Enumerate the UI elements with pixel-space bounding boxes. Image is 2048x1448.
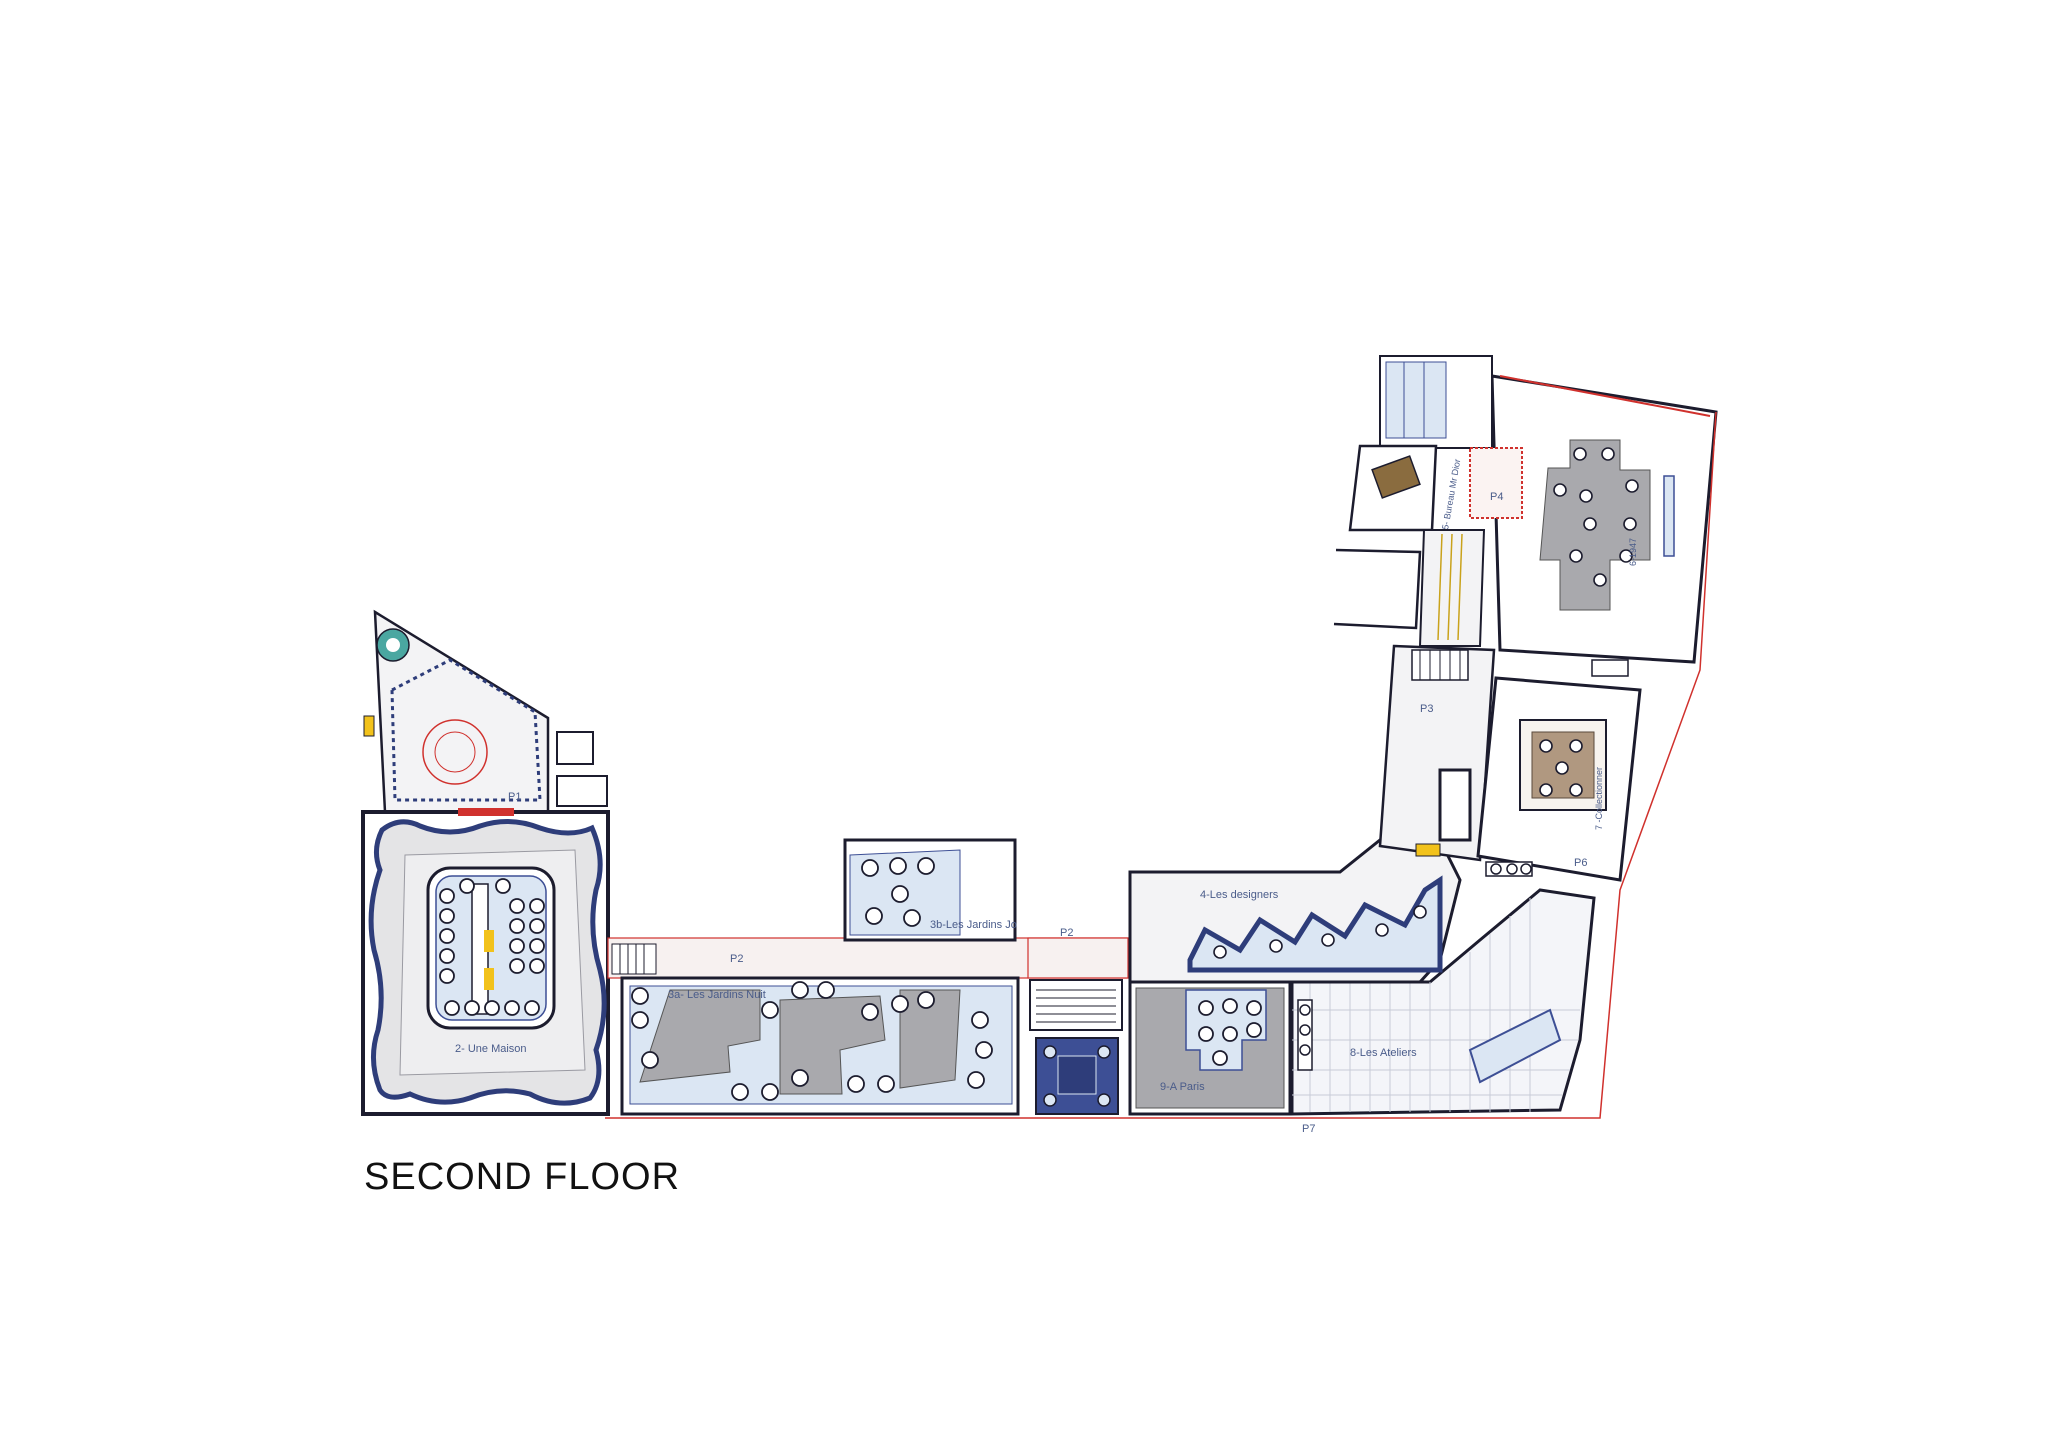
p2-label-east: P2	[1060, 927, 1073, 939]
annex-inner-walls	[390, 658, 542, 802]
spiral-stair	[422, 719, 488, 785]
collectionner-label: 7 -Collectionner	[1594, 767, 1604, 830]
perimeter-line	[605, 411, 1717, 1119]
lift-box-1	[556, 731, 594, 765]
jardins-plinth-2	[779, 995, 886, 1095]
room-jardins-nuit: 3a- Les Jardins Nuit	[620, 976, 1020, 1116]
jardins-jour-label: 3b-Les Jardins Jo	[930, 919, 1017, 931]
mannequin-group	[439, 878, 545, 1016]
p1-label: P1	[508, 791, 521, 803]
room-collectionner: 7 -Collectionner P6	[1476, 676, 1642, 882]
p4-label: P4	[1490, 491, 1503, 503]
desk-icon	[1371, 455, 1421, 499]
lift-box-2	[556, 775, 608, 807]
p3-label: P3	[1420, 703, 1433, 715]
room-a-paris: 9-A Paris	[1128, 980, 1292, 1116]
floor-title: SECOND FLOOR	[364, 1156, 681, 1198]
jardins-plinth-1	[639, 989, 761, 1083]
p6-label: P6	[1574, 857, 1587, 869]
designers-label: 4-Les designers	[1200, 889, 1279, 901]
bureau-label: 5- Bureau Mr Dior	[1440, 458, 1462, 530]
designers-zigzag-wall	[1187, 875, 1443, 973]
room-designers: 4-Les designers	[1128, 838, 1462, 984]
hall-p3: P3	[1378, 644, 1496, 862]
room-bureau: 5- Bureau Mr Dior P4	[1333, 355, 1523, 647]
room-ateliers: 8-Les Ateliers P7	[1290, 888, 1596, 1135]
p2-label-west: P2	[730, 953, 743, 965]
p4-room	[1469, 447, 1523, 519]
ateliers-counter	[1468, 1008, 1562, 1084]
central-core: P2	[1027, 927, 1129, 1115]
room-jardins-jour: 3b-Les Jardins Jo	[843, 838, 1017, 942]
room-1947: 6-1947	[1490, 374, 1718, 677]
p7-label: P7	[1302, 1123, 1315, 1135]
1947-label: 6-1947	[1628, 538, 1638, 566]
une-maison-label: 2- Une Maison	[455, 1043, 527, 1055]
jardins-plinth-3	[899, 989, 961, 1089]
ateliers-label: 8-Les Ateliers	[1350, 1047, 1417, 1059]
a-paris-label: 9-A Paris	[1160, 1081, 1205, 1093]
room-une-maison: P1 2- Une Maison	[361, 609, 610, 1116]
jardins-nuit-label: 3a- Les Jardins Nuit	[668, 989, 766, 1001]
